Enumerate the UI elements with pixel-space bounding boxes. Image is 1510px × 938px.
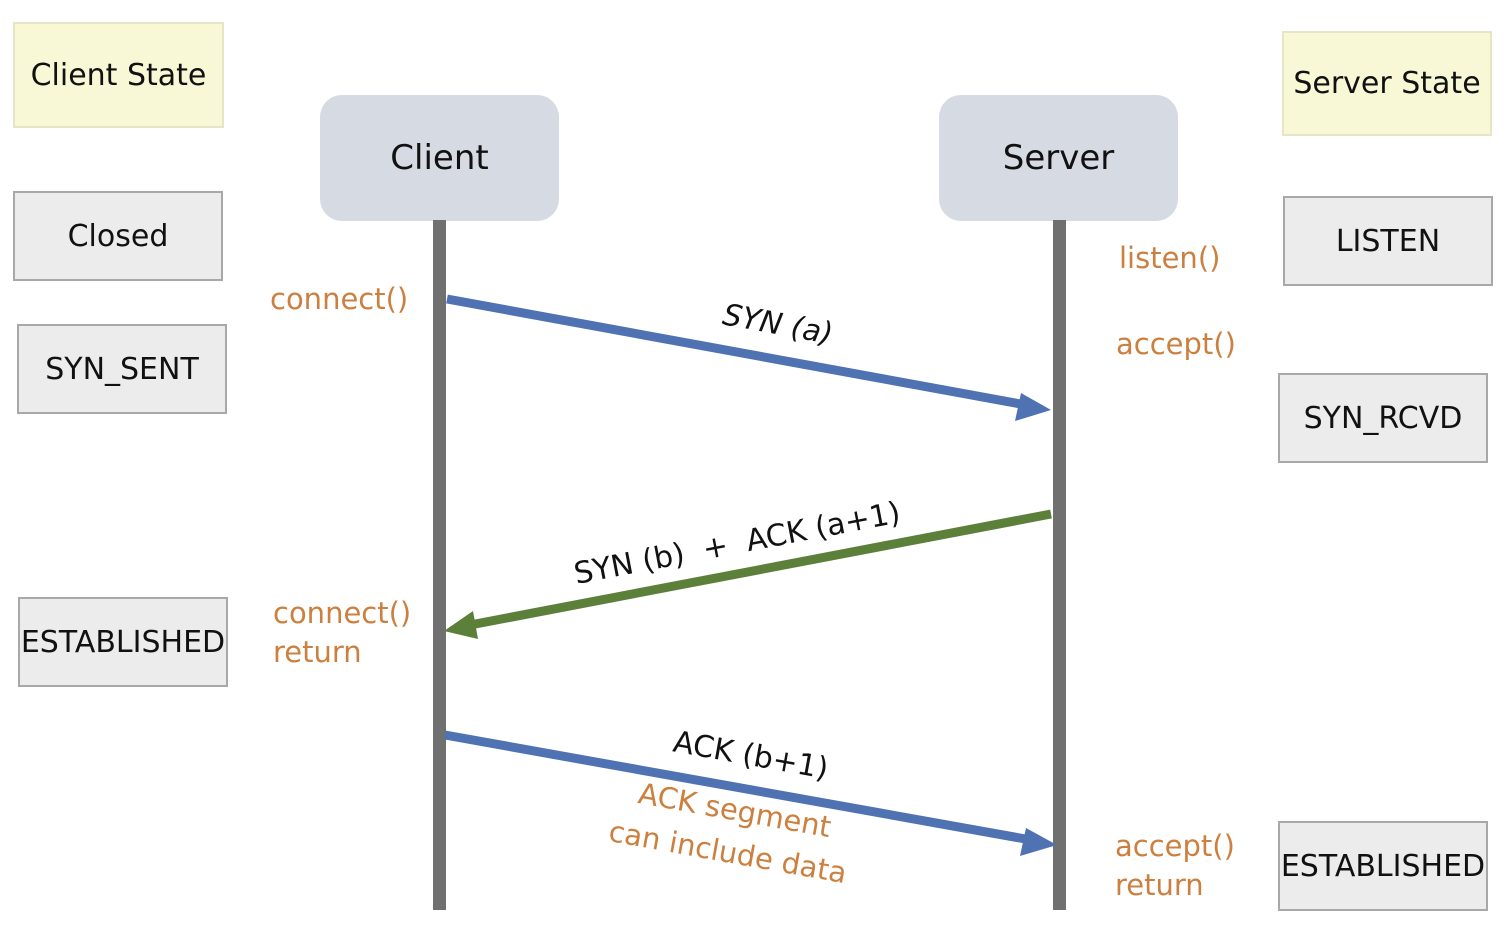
server-state-header-label: Server State xyxy=(1293,66,1481,101)
connect-call: connect() xyxy=(270,280,408,319)
server-state-listen: LISTEN xyxy=(1283,196,1493,286)
connect-call-label: connect() xyxy=(270,282,409,316)
server-state-established: ESTABLISHED xyxy=(1278,821,1488,911)
accept-return-line-2: return xyxy=(1115,868,1204,902)
server-actor: Server xyxy=(939,95,1178,221)
syn-message-label: SYN (a) xyxy=(720,297,836,351)
client-actor-label: Client xyxy=(390,138,489,178)
syn-arrow-head xyxy=(1015,393,1051,421)
server-state-syn-rcvd-label: SYN_RCVD xyxy=(1303,400,1463,436)
synack-arrow-line xyxy=(469,509,1052,630)
server-state-syn-rcvd: SYN_RCVD xyxy=(1278,373,1488,463)
client-state-syn-sent-label: SYN_SENT xyxy=(45,351,199,387)
client-state-header-label: Client State xyxy=(30,57,207,93)
client-state-closed: Closed xyxy=(13,191,223,281)
client-state-closed-label: Closed xyxy=(67,218,169,254)
server-actor-label: Server xyxy=(1002,138,1115,178)
accept-call: accept() xyxy=(1116,325,1236,364)
client-lifeline xyxy=(433,220,446,910)
server-lifeline xyxy=(1053,220,1066,910)
server-state-established-label: ESTABLISHED xyxy=(1280,848,1486,884)
accept-return-line-1: accept() xyxy=(1115,829,1235,863)
listen-call: listen() xyxy=(1119,239,1220,278)
server-state-listen-label: LISTEN xyxy=(1335,223,1441,259)
client-state-header: Client State xyxy=(13,22,224,128)
ack-arrow-head xyxy=(1020,828,1057,856)
accept-return-call: accept() return xyxy=(1115,827,1235,905)
synack-arrow-head xyxy=(444,611,478,639)
client-state-syn-sent: SYN_SENT xyxy=(17,324,227,414)
listen-call-label: listen() xyxy=(1119,241,1221,275)
accept-call-label: accept() xyxy=(1116,327,1236,361)
connect-return-call: connect() return xyxy=(273,594,411,672)
syn-arrow-line xyxy=(446,294,1027,410)
ack-arrow-line xyxy=(444,730,1032,845)
client-actor: Client xyxy=(320,95,559,221)
connect-return-line-1: connect() xyxy=(273,596,412,630)
client-state-established-label: ESTABLISHED xyxy=(20,624,226,660)
client-state-established: ESTABLISHED xyxy=(18,597,228,687)
server-state-header: Server State xyxy=(1282,31,1492,136)
connect-return-line-2: return xyxy=(273,635,362,669)
